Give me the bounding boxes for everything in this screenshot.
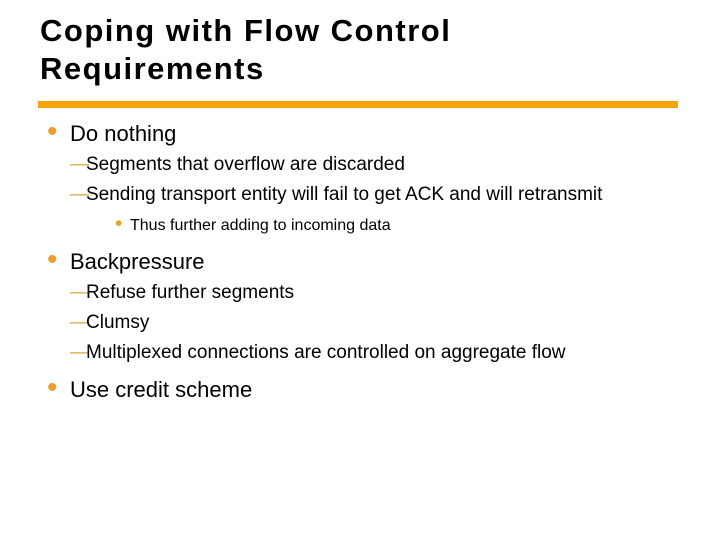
- dash-icon: —: [70, 282, 89, 303]
- title-line-1: Coping with Flow Control: [40, 13, 452, 48]
- bullet-icon: •: [47, 371, 58, 404]
- bullet-text: Segments that overflow are discarded: [86, 154, 405, 175]
- dash-icon: —: [70, 154, 89, 175]
- bullet-text: Refuse further segments: [86, 282, 295, 303]
- list-item: — Refuse further segments: [70, 280, 662, 305]
- list-item: — Segments that overflow are discarded: [70, 152, 662, 177]
- bullet-text: Clumsy: [86, 312, 150, 333]
- bullet-text: Thus further adding to incoming data: [130, 217, 391, 234]
- list-item: — Multiplexed connections are controlled…: [70, 340, 662, 365]
- list-item: • Thus further adding to incoming data: [115, 213, 700, 237]
- bullet-text: Multiplexed connections are controlled o…: [86, 342, 566, 363]
- list-item: • Do nothing: [47, 117, 700, 148]
- slide-header: Coping with Flow Control Requirements: [38, 12, 678, 108]
- dash-icon: —: [70, 184, 89, 205]
- bullet-icon: •: [47, 115, 58, 148]
- bullet-text: Do nothing: [70, 121, 177, 146]
- bullet-icon: •: [47, 243, 58, 276]
- bullet-text: Sending transport entity will fail to ge…: [86, 184, 603, 205]
- slide-title: Coping with Flow Control Requirements: [38, 12, 678, 88]
- title-line-2: Requirements: [40, 51, 265, 86]
- bullet-text: Backpressure: [70, 249, 205, 274]
- list-item: — Clumsy: [70, 310, 662, 335]
- list-item: — Sending transport entity will fail to …: [70, 182, 662, 207]
- list-item: • Backpressure: [47, 245, 700, 276]
- bullet-icon: •: [115, 212, 123, 235]
- list-item: • Use credit scheme: [47, 373, 700, 404]
- dash-icon: —: [70, 312, 89, 333]
- bullet-text: Use credit scheme: [70, 377, 253, 402]
- dash-icon: —: [70, 342, 89, 363]
- bullet-list: • Do nothing — Segments that overflow ar…: [0, 117, 700, 404]
- title-underline: [38, 101, 678, 108]
